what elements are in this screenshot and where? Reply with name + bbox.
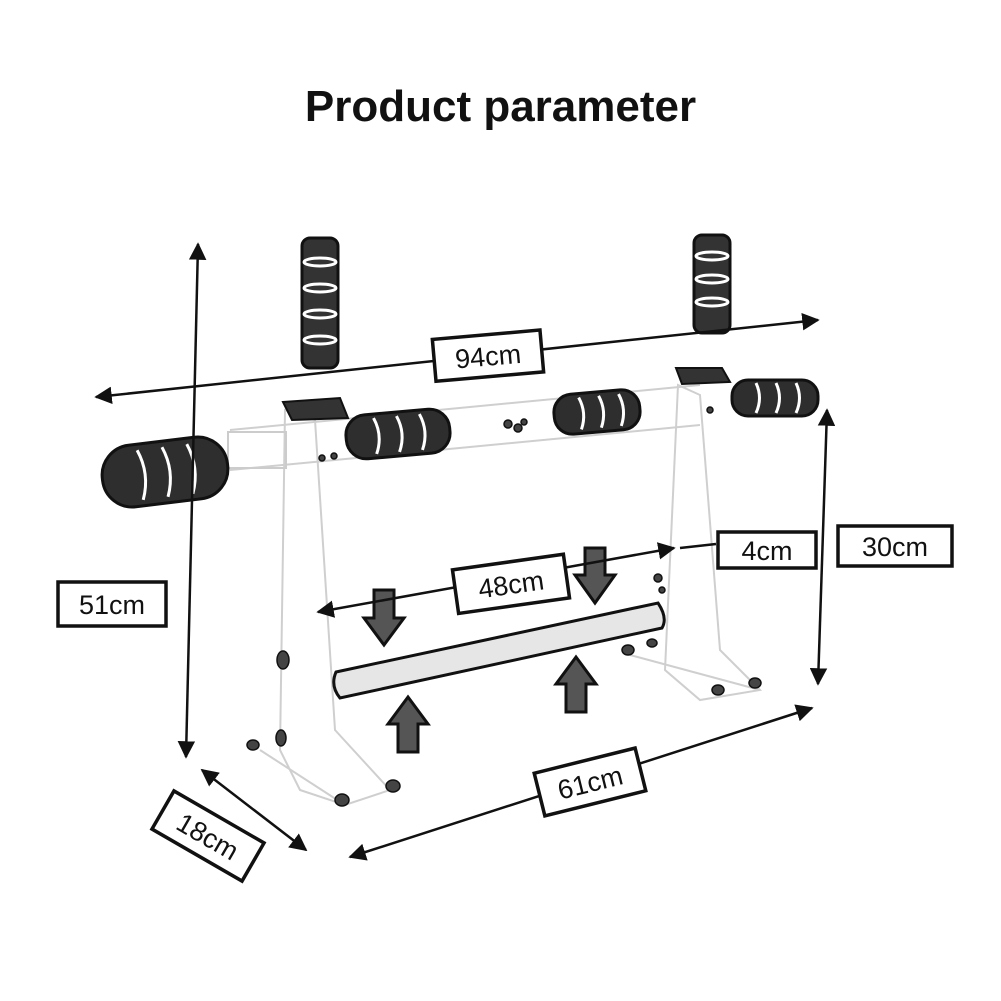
left-vertical-handle	[300, 236, 340, 370]
label-bar-thickness: 4cm	[716, 530, 818, 570]
frame	[229, 383, 763, 807]
label-bar-thickness-text: 4cm	[741, 536, 792, 566]
depth-dimension-line	[200, 768, 308, 852]
left-mount-plate	[281, 396, 350, 422]
down-arrow-icon	[572, 546, 618, 606]
label-base-length: 61cm	[532, 745, 648, 819]
height-dimension-line	[177, 242, 207, 759]
bar-thickness-dimension-line	[679, 542, 717, 550]
label-width: 94cm	[430, 328, 546, 384]
label-height: 51cm	[56, 580, 168, 628]
back-right-grip	[552, 388, 642, 436]
front-left-grip	[100, 435, 230, 509]
frame-stub	[227, 431, 287, 469]
right-vertical-handle	[692, 233, 732, 335]
label-width-text: 94cm	[454, 339, 522, 375]
label-bar-height: 30cm	[836, 524, 954, 568]
up-arrow-icon	[385, 694, 431, 754]
up-arrow-icon	[553, 654, 599, 714]
back-left-grip	[344, 407, 452, 461]
page-title: Product parameter	[304, 82, 697, 131]
label-height-text: 51cm	[79, 590, 145, 620]
front-right-grip	[730, 378, 820, 418]
right-mount-plate	[674, 367, 732, 386]
label-bar-length: 48cm	[450, 552, 572, 616]
label-bar-height-text: 30cm	[862, 532, 928, 562]
bar-height-dimension-line	[809, 408, 836, 686]
